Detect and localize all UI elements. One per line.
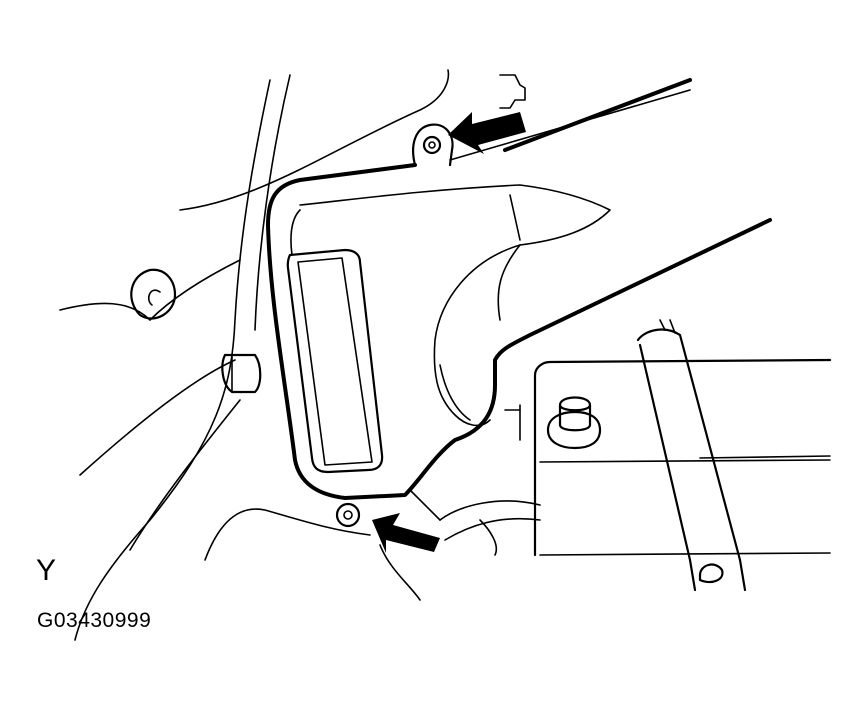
battery-terminal [546,396,602,450]
view-letter: Y [36,554,57,587]
panel-clip [130,268,177,320]
body-panel-lines [59,69,450,641]
lower-wiring [409,489,541,556]
fuse-box-cover [266,163,772,500]
inspection-window [286,248,384,474]
battery [504,358,832,557]
battery-hold-down [636,319,747,592]
upper-arrow-icon [448,112,526,154]
figure-code: G03430999 [37,609,152,632]
wire-harness-clip [221,353,262,394]
upper-rail [449,74,692,161]
lower-arrow-icon [372,513,440,553]
upper-bolt [412,123,454,167]
lower-bolt [335,502,361,528]
